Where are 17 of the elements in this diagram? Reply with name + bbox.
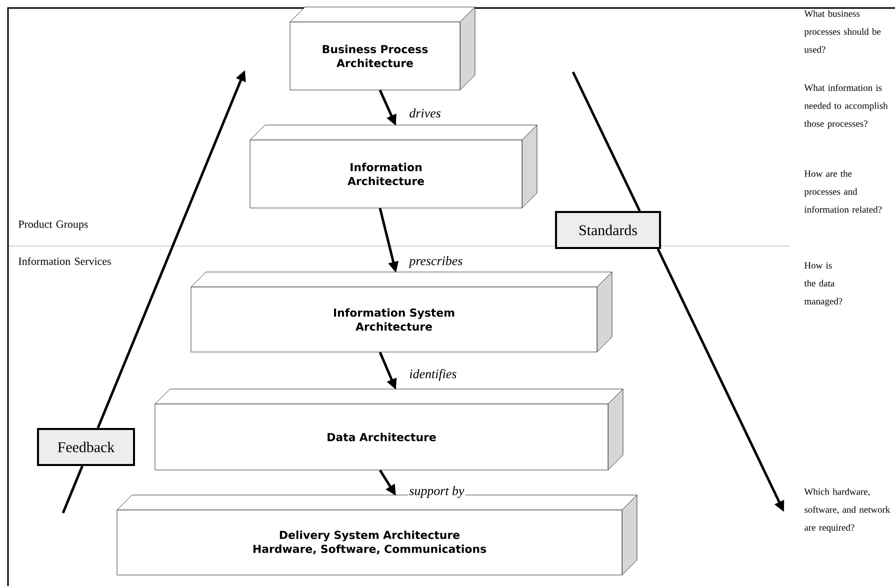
edge-label: support by bbox=[408, 485, 466, 499]
group-label: Product Groups bbox=[18, 220, 88, 230]
block-box: Information Architecture bbox=[250, 124, 538, 208]
group-label: Information Services bbox=[18, 257, 111, 266]
edge-label: drives bbox=[408, 107, 442, 119]
question-text: How is the data managed? bbox=[804, 262, 842, 306]
edge-label: identifies bbox=[408, 368, 458, 382]
tag-box: Standards bbox=[555, 211, 661, 249]
block-box: Information System Architecture bbox=[190, 272, 612, 352]
block-box: Data Architecture bbox=[154, 388, 624, 470]
question-text: Which hardware, software, and network are required? bbox=[804, 488, 890, 533]
question-text: How are the processes and information related? bbox=[804, 170, 882, 213]
block-box: Business Process Architecture bbox=[290, 6, 476, 90]
question-text: What business processes should be used? bbox=[804, 10, 881, 53]
edge-label: prescribes bbox=[408, 255, 464, 269]
tag-box: Feedback bbox=[37, 428, 135, 466]
question-text: What information is needed to accomplish those processes? bbox=[804, 84, 888, 129]
